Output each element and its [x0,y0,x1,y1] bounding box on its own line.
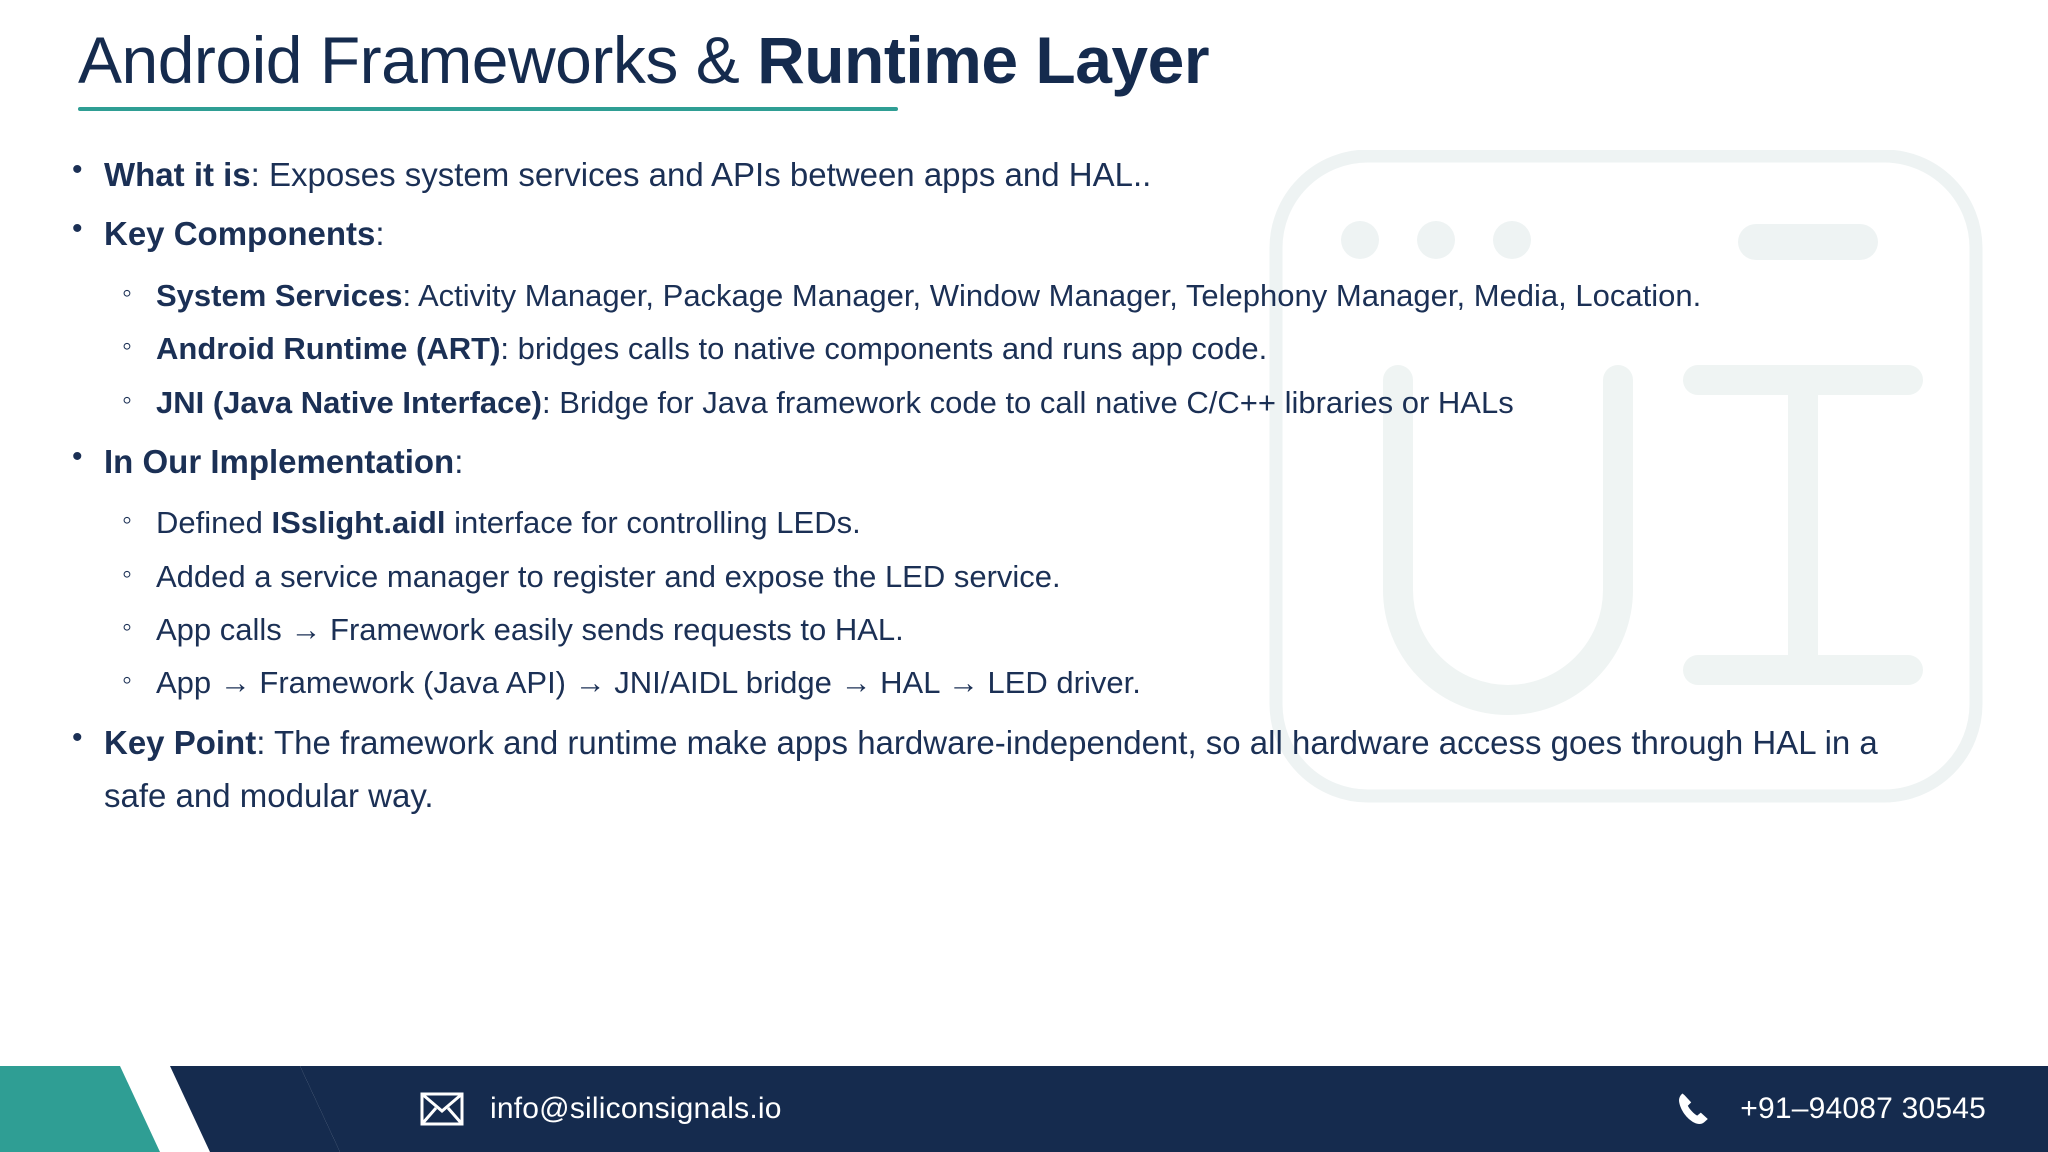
bullet-separator: : [375,215,385,253]
bullet-in-our-implementation: In Our Implementation: Defined ISslight.… [50,433,2008,710]
sub-bullet-android-runtime: Android Runtime (ART): bridges calls to … [104,322,2008,375]
footer-bar [0,1066,2048,1152]
sub-bullet-separator [445,505,454,540]
sub-bullet-defined-aidl: Defined ISslight.aidl interface for cont… [104,496,2008,549]
sub-bullet-text: Activity Manager, Package Manager, Windo… [417,277,1702,313]
sub-bullet-text: bridges calls to native components and r… [517,331,1268,367]
sub-bullet-label: ISslight.aidl [271,505,446,541]
sub-bullet-service-manager: Added a service manager to register and … [104,550,2008,603]
sub-bullet-separator: : [500,331,518,367]
sub-bullet-label: System Services [156,277,403,313]
sub-bullet-text: Added a service manager to register and … [156,558,1061,594]
bullet-separator: : [454,442,464,480]
sub-bullet-separator: : [402,277,418,313]
footer-navy-shape-small [170,1066,340,1152]
bullet-text: The framework and runtime make apps hard… [104,723,1878,814]
bullet-text: Exposes system services and APIs between… [269,156,1152,193]
sub-bullet-label: JNI (Java Native Interface) [156,384,542,420]
sub-bullet-app-calls: App calls → Framework easily sends reque… [104,603,2008,656]
sub-bullet-list: Defined ISslight.aidl interface for cont… [104,496,2008,709]
bullet-separator: : [250,156,270,193]
sub-bullet-text: App calls → Framework easily sends reque… [156,611,904,647]
page-title: Android Frameworks & Runtime Layer [78,23,1210,97]
bullet-key-point: Key Point: The framework and runtime mak… [50,714,2008,823]
sub-bullet-text: Bridge for Java framework code to call n… [559,384,1514,420]
footer-teal-shape [0,1066,160,1152]
bullet-list: What it is: Exposes system services and … [50,146,2008,823]
sub-bullet-label: Android Runtime (ART) [156,331,501,367]
bullet-label: What it is [104,156,251,193]
title-underline-rule [78,107,898,112]
bullet-label: Key Components [104,215,376,253]
page-title-bold: Runtime Layer [757,23,1210,97]
sub-bullet-prefix: Defined [156,505,272,541]
bullet-separator: : [256,723,274,761]
bullet-what-it-is: What it is: Exposes system services and … [50,146,2008,201]
sub-bullet-list: System Services: Activity Manager, Packa… [104,269,2008,429]
sub-bullet-system-services: System Services: Activity Manager, Packa… [104,269,2008,322]
bullet-label: In Our Implementation [104,442,455,480]
sub-bullet-separator: : [541,384,560,420]
sub-bullet-text: interface for controlling LEDs. [454,505,861,541]
bullet-label: Key Point [104,723,257,761]
page-title-block: Android Frameworks & Runtime Layer [78,23,1210,112]
sub-bullet-app-flow: App → Framework (Java API) → JNI/AIDL br… [104,656,2008,709]
footer-navy-shape-main [300,1066,2048,1152]
sub-bullet-jni: JNI (Java Native Interface): Bridge for … [104,376,2008,429]
page-title-light: Android Frameworks & [78,23,758,97]
sub-bullet-text: App → Framework (Java API) → JNI/AIDL br… [156,665,1141,701]
bullet-key-components: Key Components: System Services: Activit… [50,205,2008,429]
slide-body: What it is: Exposes system services and … [50,146,2008,828]
